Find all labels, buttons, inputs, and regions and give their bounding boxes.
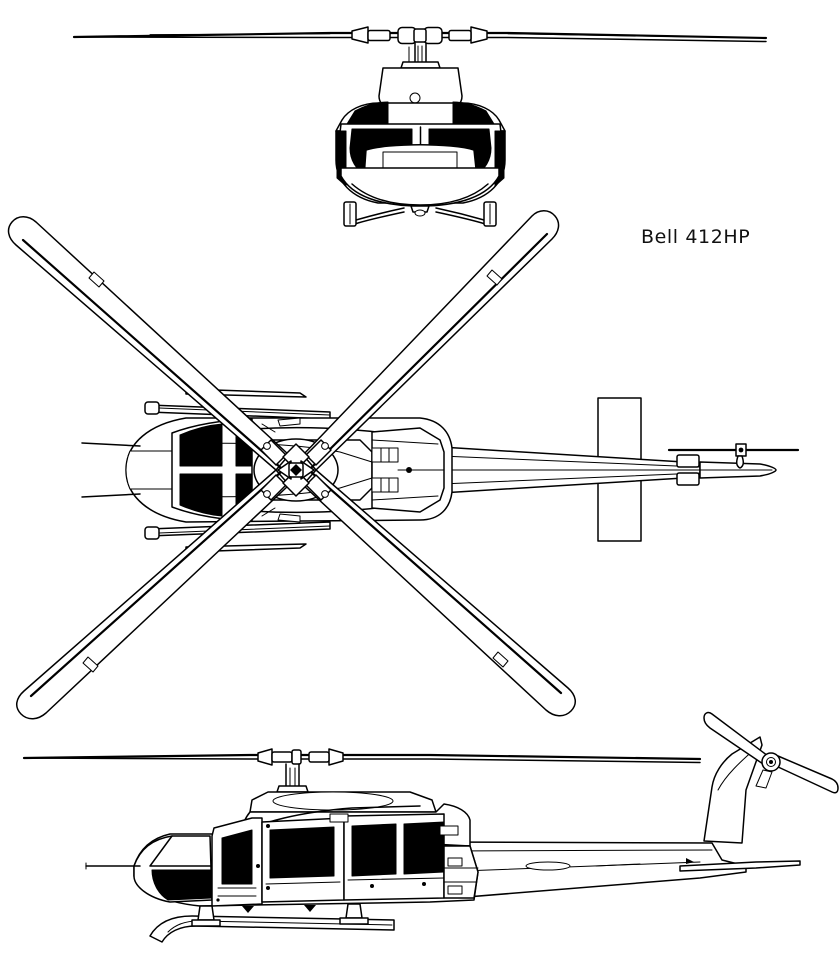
side-view	[22, 711, 839, 943]
front-glazing-upper-right	[452, 101, 495, 125]
side-landing-gear	[149, 903, 395, 943]
top-nose-plate	[125, 450, 177, 490]
top-rotor-blade-3	[16, 469, 290, 720]
side-cabin-window-3	[403, 821, 445, 875]
side-horizontal-stabilizer	[679, 860, 801, 872]
front-view	[72, 26, 768, 227]
top-pitot-right	[81, 493, 141, 498]
front-landing-gear	[343, 201, 497, 227]
side-chin-window	[151, 869, 213, 901]
side-cabin-window-2	[351, 823, 397, 877]
front-engine-cowling	[378, 67, 463, 109]
top-rotor-blade-1	[7, 216, 290, 471]
top-exhaust-left	[371, 447, 399, 463]
top-rotor-blade-4	[302, 469, 576, 717]
side-tail-rotor	[703, 711, 839, 794]
front-glazing-upper-left	[346, 101, 389, 125]
side-tail-assembly	[429, 711, 839, 901]
top-pitot-left	[81, 442, 141, 447]
side-upper-vent	[329, 813, 349, 823]
top-exhaust-right	[371, 477, 399, 493]
front-rotor-hub	[367, 26, 472, 45]
side-cabin-window-1	[269, 826, 335, 879]
top-rotor-blade-2	[302, 210, 560, 471]
top-tail-section	[440, 397, 800, 542]
top-rotor-hub	[260, 439, 332, 501]
top-main-rotor	[7, 210, 576, 720]
front-cowling-port	[409, 92, 421, 104]
top-windscreen-left-fwd	[179, 423, 223, 467]
top-view	[7, 210, 800, 720]
top-windscreen-right-fwd	[179, 473, 223, 517]
side-main-rotor-disc	[22, 748, 702, 766]
side-cockpit-window	[221, 829, 253, 885]
